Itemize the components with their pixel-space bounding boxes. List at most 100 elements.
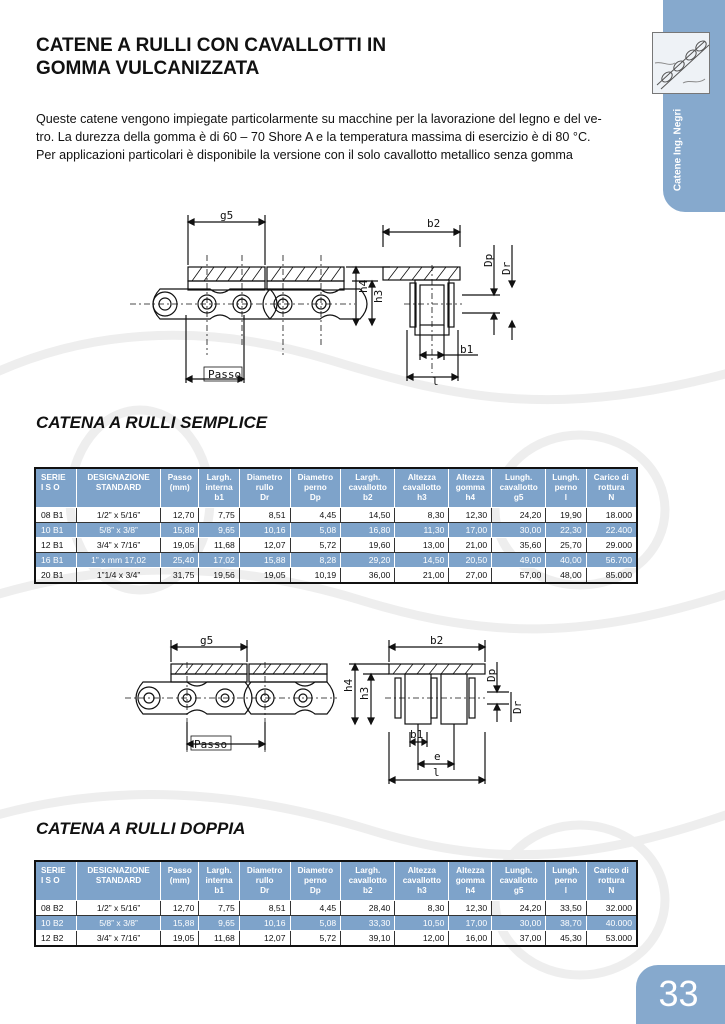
dim2-dr-label: Dr xyxy=(511,700,524,714)
table-cell: 25,70 xyxy=(545,537,587,553)
intro-paragraph: Queste catene vengono impiegate particol… xyxy=(36,110,644,164)
chain-thumbnail-image xyxy=(652,32,710,94)
table-cell: 19,05 xyxy=(238,567,291,583)
dim2-l-label: l xyxy=(433,766,440,779)
table-cell: 21,00 xyxy=(394,567,450,583)
table-cell: 20,50 xyxy=(448,552,493,568)
table-cell: 12,00 xyxy=(394,930,450,946)
table-cell: 28,40 xyxy=(340,900,396,916)
table-header-text: perno xyxy=(554,876,578,885)
table-cell: 25,40 xyxy=(160,552,200,568)
table-cell: 5/8” x 3/8” xyxy=(75,915,162,931)
table-cell: 18.000 xyxy=(585,507,638,523)
table-cell: 1/2” x 5/16” xyxy=(75,900,162,916)
table-header-text: Altezza xyxy=(456,473,485,482)
dim2-passo-label: Passo xyxy=(194,738,227,751)
intro-line-3: Per applicazioni particolari è disponibi… xyxy=(36,148,573,162)
table-header-text: Largh. xyxy=(206,866,232,875)
table-cell: 3/4” x 7/16” xyxy=(75,930,162,946)
dim2-b1-label: b1 xyxy=(410,728,423,741)
table-cell: 10,16 xyxy=(238,915,291,931)
table-header-text: cavallotto xyxy=(499,876,538,885)
table-header-text: Altezza xyxy=(407,866,436,875)
simple-chain-diagram: g5 b2 Passo b1 l h4 h3 Dp Dr xyxy=(130,209,516,388)
table-cell: 12 B1 xyxy=(34,537,77,553)
dim-h3-label: h3 xyxy=(372,290,385,303)
table-header-text: N xyxy=(608,493,615,502)
table-cell: 30,00 xyxy=(491,915,547,931)
table-cell: 8,30 xyxy=(394,507,450,523)
table-cell: 5,08 xyxy=(289,522,342,538)
table-cell: 14,50 xyxy=(340,507,396,523)
table-header-text: b1 xyxy=(214,886,224,895)
section-title-double: CATENA A RULLI DOPPIA xyxy=(36,819,246,838)
table-header-text: g5 xyxy=(513,493,524,502)
table-cell: 4,45 xyxy=(289,507,342,523)
table-header-text: perno xyxy=(303,483,327,492)
table-cell: 57,00 xyxy=(491,567,547,583)
table-cell: 12,70 xyxy=(160,507,200,523)
table-header-text: DESIGNAZIONE xyxy=(87,473,150,482)
table-header-text: interna xyxy=(205,876,233,885)
table-cell: 8,51 xyxy=(238,507,291,523)
table-cell: 39,10 xyxy=(340,930,396,946)
table-header-text: b2 xyxy=(362,886,373,895)
table-header-text: I S O xyxy=(41,876,60,885)
table-cell: 35,60 xyxy=(491,537,547,553)
table-header-text: h4 xyxy=(465,886,476,895)
table-cell: 37,00 xyxy=(491,930,547,946)
dim-g5-label: g5 xyxy=(220,209,233,222)
table-header-text: b1 xyxy=(214,493,224,502)
table-cell: 22.400 xyxy=(585,522,638,538)
table-cell: 08 B1 xyxy=(34,507,77,523)
table-cell: 29,20 xyxy=(340,552,396,568)
table-cell: 49,00 xyxy=(491,552,547,568)
dim-h4-label: h4 xyxy=(357,279,370,293)
table-cell: 12 B2 xyxy=(34,930,77,946)
dim-dr-label: Dr xyxy=(500,261,513,275)
table-cell: 53.000 xyxy=(585,930,638,946)
table-header-text: h3 xyxy=(417,886,427,895)
table-cell: 40,00 xyxy=(545,552,587,568)
table-header-text: N xyxy=(608,886,615,895)
side-tab-label: Catene Ing. Negri xyxy=(672,108,684,192)
table-header-text: interna xyxy=(205,483,233,492)
table-header-text: DESIGNAZIONE xyxy=(87,866,150,875)
intro-line-1: Queste catene vengono impiegate particol… xyxy=(36,112,602,126)
table-cell: 5/8” x 3/8” xyxy=(75,522,162,538)
table-cell: 3/4” x 7/16” xyxy=(75,537,162,553)
table-header-text: l xyxy=(564,886,568,895)
table-cell: 20 B1 xyxy=(34,567,77,583)
table-cell: 1”1/4 x 3/4” xyxy=(75,567,162,583)
table-header-text: Diametro xyxy=(246,473,283,482)
table-cell: 16,00 xyxy=(448,930,493,946)
table-cell: 10,50 xyxy=(394,915,450,931)
table-cell: 10 B1 xyxy=(34,522,77,538)
table-header-text: Largh. xyxy=(355,866,381,875)
table-header-cell: Passo(mm) xyxy=(160,467,200,508)
table-cell: 56.700 xyxy=(585,552,638,568)
page-title: CATENE A RULLI CON CAVALLOTTI IN GOMMA V… xyxy=(36,34,596,80)
dim2-h3-label: h3 xyxy=(358,687,371,700)
table-header-text: g5 xyxy=(513,886,524,895)
table-cell: 27,00 xyxy=(448,567,493,583)
